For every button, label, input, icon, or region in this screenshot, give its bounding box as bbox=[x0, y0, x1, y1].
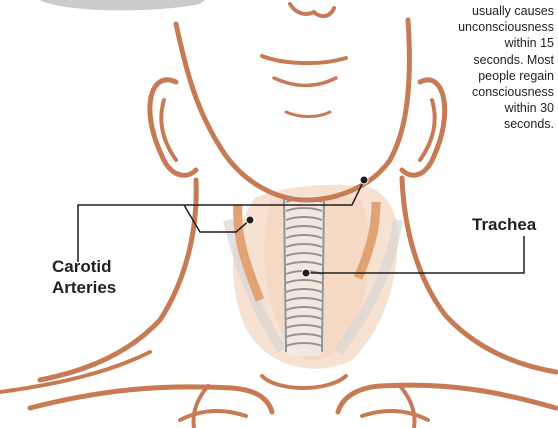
trachea-label: Trachea bbox=[472, 214, 536, 235]
info-note: usually causes unconsciousness within 15… bbox=[404, 3, 554, 133]
chest-line-left bbox=[180, 411, 246, 420]
upper-lip bbox=[262, 56, 346, 63]
trachea-label-text: Trachea bbox=[472, 214, 536, 235]
carotid-arteries-label: Carotid Arteries bbox=[52, 256, 116, 298]
collarbone-right bbox=[338, 385, 556, 412]
carotid-dot-right bbox=[360, 176, 368, 184]
neck-right bbox=[402, 178, 556, 372]
carotid-label-line1: Carotid bbox=[52, 256, 116, 277]
trachea-dot bbox=[302, 269, 310, 277]
note-line: within 30 bbox=[404, 100, 554, 116]
ear-left bbox=[150, 80, 196, 175]
top-grey-shape bbox=[40, 0, 205, 10]
carotid-label-line2: Arteries bbox=[52, 277, 116, 298]
note-line: seconds. Most bbox=[404, 52, 554, 68]
note-line: within 15 bbox=[404, 35, 554, 51]
lower-lip bbox=[274, 78, 336, 86]
note-line: people regain bbox=[404, 68, 554, 84]
rib-left bbox=[194, 386, 208, 428]
nose-base bbox=[290, 4, 334, 16]
note-line: unconsciousness bbox=[404, 19, 554, 35]
sternal-notch bbox=[262, 376, 346, 388]
rib-right bbox=[400, 386, 414, 428]
carotid-dot-left bbox=[246, 216, 254, 224]
note-line: consciousness bbox=[404, 84, 554, 100]
chest-line-right bbox=[362, 411, 428, 420]
jaw-outline bbox=[176, 20, 409, 200]
chin-crease bbox=[286, 112, 330, 117]
note-line: usually causes bbox=[404, 3, 554, 19]
note-line: seconds. bbox=[404, 116, 554, 132]
ear-left-inner bbox=[161, 100, 176, 160]
collarbone-left bbox=[30, 387, 272, 412]
